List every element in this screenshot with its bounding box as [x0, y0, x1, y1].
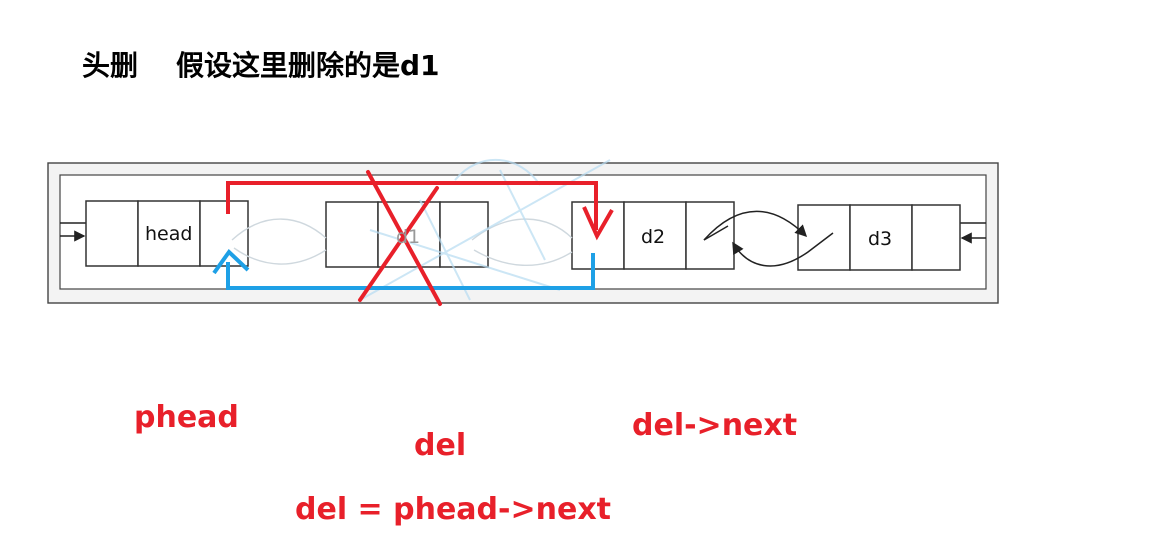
node-d2-label: d2	[641, 226, 666, 248]
new-next-arrow	[226, 181, 598, 230]
d2-d3-links	[703, 210, 834, 267]
node-d1-label: d1	[396, 226, 421, 248]
delete-x-mark	[358, 170, 442, 306]
left-wrap-arrow	[60, 222, 86, 236]
node-d3	[797, 204, 961, 271]
node-d3-label: d3	[868, 228, 893, 250]
right-wrap-arrow	[960, 222, 986, 238]
new-prev-arrow	[226, 253, 595, 290]
title-head-delete: 头删	[82, 49, 139, 82]
label-assign: del = phead->next	[295, 492, 612, 527]
label-phead: phead	[134, 400, 239, 435]
new-prev-arrowhead	[212, 248, 250, 275]
label-del: del	[414, 428, 467, 463]
node-head	[85, 200, 249, 267]
new-next-arrowhead	[582, 206, 614, 241]
page-title: 头删 假设这里删除的是d1	[82, 44, 440, 84]
faded-links	[231, 218, 573, 267]
node-head-label: head	[145, 223, 193, 245]
label-del-next: del->next	[632, 408, 798, 443]
title-assumption: 假设这里删除的是d1	[176, 49, 440, 82]
